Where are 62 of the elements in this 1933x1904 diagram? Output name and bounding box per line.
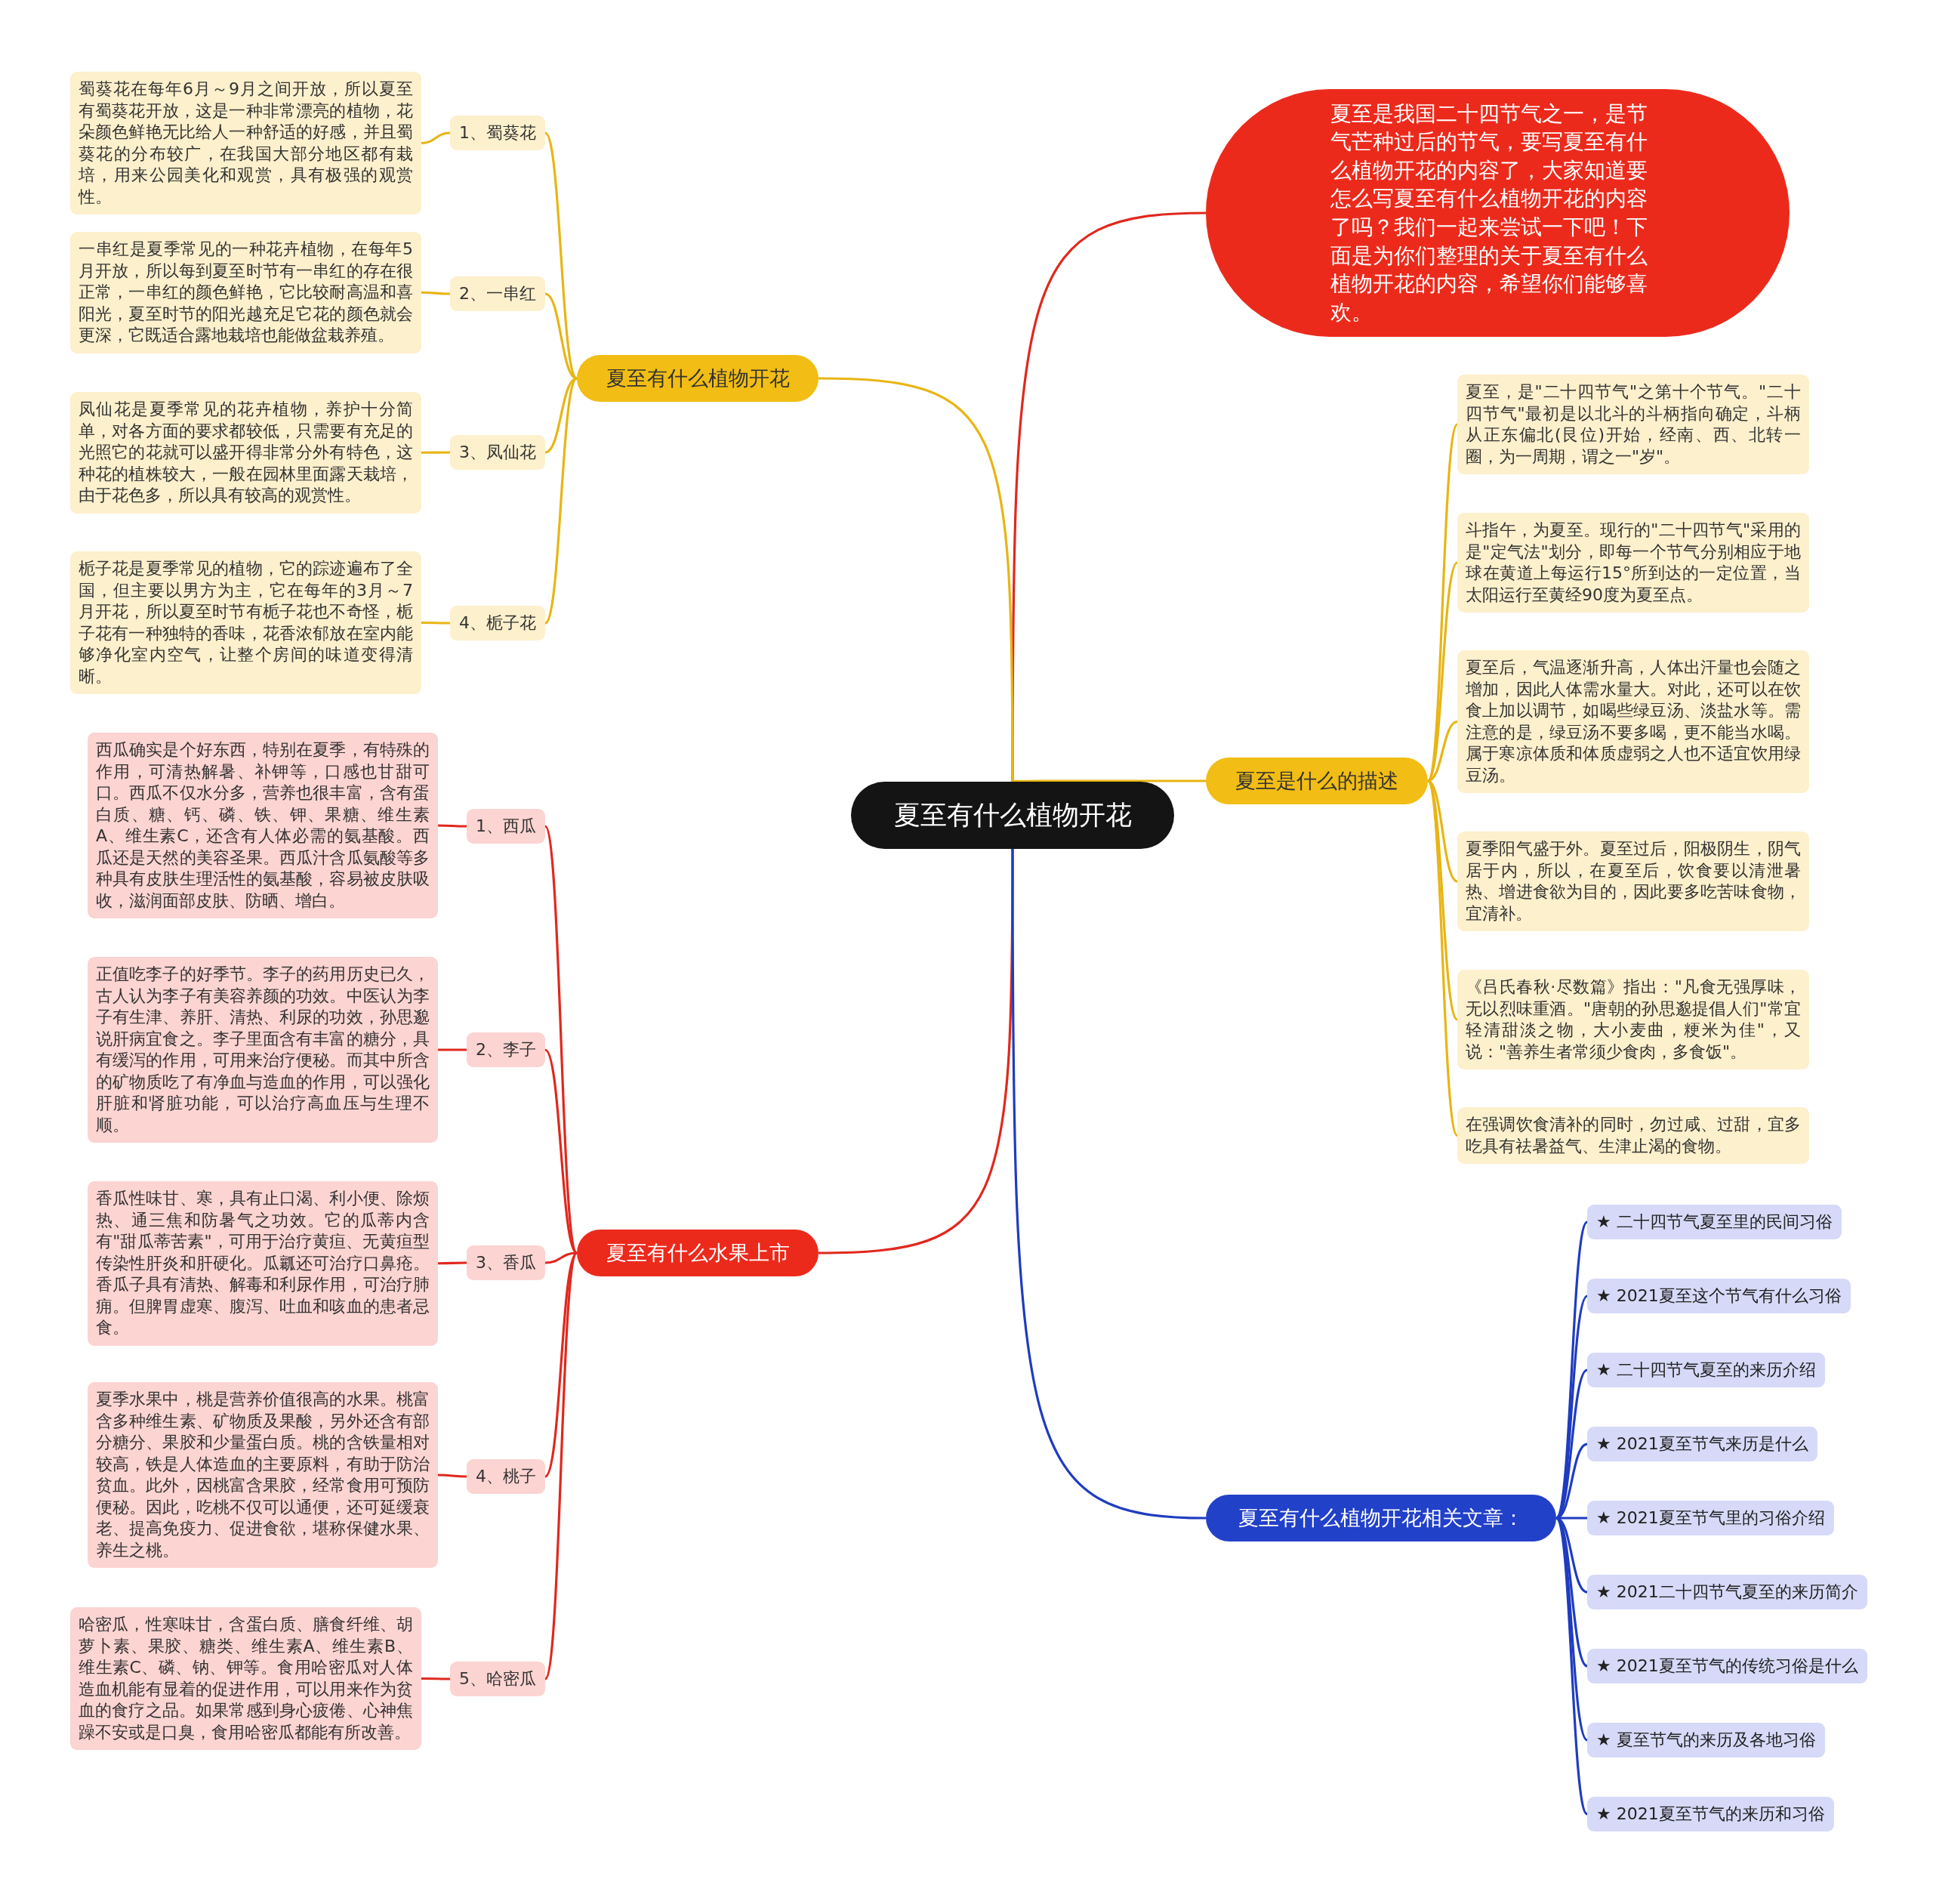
connector-line [544,825,578,1254]
text-card: 夏季水果中，桃是营养价值很高的水果。桃富含多种维生素、矿物质及果酸，另外还含有部分糖分、果胶和少量蛋白质。桃的含铁量相对较高，铁是人体造血的主要原料，有助于防治贫血。此外，因桃富含果胶，经常食用可预防便秘。因此，吃桃不仅可以通便，还可延缓衰老、提高免疫力、促进食欲，堪称保健水果、养生之桃。 [88,1382,438,1568]
connector-line [438,1048,467,1051]
connector-line [421,1677,450,1680]
item-label: 1、蜀葵花 [450,116,545,150]
text-card: 斗指午，为夏至。现行的"二十四节气"采用的是"定气法"划分，即每一个节气分别相应于地球在黄道上每运行15°所到达的一定位置，当太阳运行至黄经90度为夏至点。 [1457,513,1809,613]
item-label: 3、香瓜 [467,1245,545,1280]
text-card: 凤仙花是夏季常见的花卉植物，养护十分简单，对各方面的要求都较低，只需要有充足的光照它的花就可以盛开得非常分外有特色，这种花的植株较大，一般在园林里面露天栽培，由于花色多，所以具有较高的观赏性。 [70,392,421,514]
connector-line [438,824,467,828]
item-label: 3、凤仙花 [450,435,545,470]
connector-line [1555,1295,1589,1519]
article-tag: ★ 2021夏至节气的传统习俗是什么 [1587,1649,1867,1683]
connector-line [1555,1517,1589,1815]
article-tag: ★ 二十四节气夏至的来历介绍 [1587,1353,1825,1387]
text-card: 一串红是夏季常见的一种花卉植物，在每年5月开放，所以每到夏至时节有一串红的存在很正常，一串红的颜色鲜艳，它比较耐高温和喜阳光，夏至时节的阳光越充足它花的颜色就会更深，它既适合露地栽培也能做盆栽养殖。 [70,232,421,353]
connector-line [544,1048,578,1254]
text-card: 夏季阳气盛于外。夏至过后，阳极阴生，阴气居于内，所以，在夏至后，饮食要以清泄暑热、增进食欲为目的，因此要多吃苦味食物，宜清补。 [1457,832,1809,931]
branch-pill: 夏至有什么植物开花相关文章： [1206,1495,1556,1541]
item-label: 4、桃子 [467,1459,545,1494]
connector-line [544,132,578,379]
branch-pill: 夏至有什么水果上市 [577,1230,819,1276]
intro-bubble: 夏至是我国二十四节气之一，是节气芒种过后的节气，要写夏至有什么植物开花的内容了，大家知道要怎么写夏至有什么植物开花的内容了吗？我们一起来尝试一下吧！下面是为你们整理的关于夏至有什么植物开花的内容，希望你们能够喜欢。 [1206,89,1790,337]
article-tag: ★ 2021夏至节气来历是什么 [1587,1427,1817,1461]
connector-line [1426,562,1459,782]
connector-line [544,378,578,624]
article-tag: ★ 2021夏至这个节气有什么习俗 [1587,1279,1851,1313]
text-card: 夏至，是"二十四节气"之第十个节气。"二十四节气"最初是以北斗的斗柄指向确定，斗柄从正东偏北(艮位)开始，经南、西、北转一圈，为一周期，谓之一"岁"。 [1457,375,1809,474]
text-card: 夏至后，气温逐渐升高，人体出汗量也会随之增加，因此人体需水量大。对此，还可以在饮食上加以调节，如喝些绿豆汤、淡盐水等。需注意的是，绿豆汤不要多喝，更不能当水喝。属于寒凉体质和体质虚弱之人也不适宜饮用绿豆汤。 [1457,650,1809,793]
connector-line [544,1251,578,1478]
item-label: 4、栀子花 [450,606,545,640]
connector-line [1012,779,1206,783]
text-card: 栀子花是夏季常见的植物，它的踪迹遍布了全国，但主要以男方为主，它在每年的3月～7月开花，所以夏至时节有栀子花也不奇怪，栀子花有一种独特的香味，花香浓郁放在室内能够净化室内空气，让整个房间的味道变得清晰。 [70,551,421,694]
text-card: 哈密瓜，性寒味甘，含蛋白质、膳食纤维、胡萝卜素、果胶、糖类、维生素A、维生素B、维生素C、磷、钠、钾等。食用哈密瓜对人体造血机能有显着的促进作用，可以用来作为贫血的食疗之品。如果常感到身心疲倦、心神焦躁不安或是口臭，食用哈密瓜都能有所改善。 [70,1607,421,1750]
text-card: 《吕氏春秋·尽数篇》指出："凡食无强厚味，无以烈味重酒。"唐朝的孙思邈提倡人们"常宜轻清甜淡之物，大小麦曲，粳米为佳"，又说："善养生者常须少食肉，多食饭"。 [1457,970,1809,1069]
article-tag: ★ 二十四节气夏至里的民间习俗 [1587,1205,1842,1239]
article-tag: ★ 夏至节气的来历及各地习俗 [1587,1723,1825,1757]
article-tag: ★ 2021夏至节气的来历和习俗 [1587,1797,1834,1831]
connector-line [1426,780,1459,1137]
connector-line [421,621,450,625]
central-topic-pill: 夏至有什么植物开花 [851,782,1174,849]
item-label: 2、李子 [467,1032,545,1067]
article-tag: ★ 2021二十四节气夏至的来历简介 [1587,1575,1867,1609]
item-label: 1、西瓜 [467,809,545,844]
branch-pill: 夏至有什么植物开花 [577,355,819,402]
text-card: 在强调饮食清补的同时，勿过咸、过甜，宜多吃具有祛暑益气、生津止渴的食物。 [1457,1107,1809,1164]
text-card: 正值吃李子的好季节。李子的药用历史已久，古人认为李子有美容养颜的功效。中医认为李子有生津、养肝、清热、利尿的功效，孙思邈说肝病宜食之。李子里面含有丰富的糖分，具有缓泻的作用，可用来治疗便秘。而其中所含的矿物质吃了有净血与造血的作用，可以强化肝脏和肾脏功能，可以治疗高血压与生理不顺。 [88,957,438,1143]
item-label: 5、哈密瓜 [450,1662,545,1696]
text-card: 蜀葵花在每年6月～9月之间开放，所以夏至有蜀葵花开放，这是一种非常漂亮的植物，花朵颜色鲜艳无比给人一种舒适的好感，并且蜀葵花的分布较广，在我国大部分地区都有栽培，用来公园美化和观赏，具有极强的观赏性。 [70,72,421,214]
text-card: 西瓜确实是个好东西，特别在夏季，有特殊的作用，可清热解暑、补钾等，口感也甘甜可口。西瓜不仅水分多，营养也很丰富，含有蛋白质、糖、钙、磷、铁、钾、果糖、维生素A、维生素C，还含有人体必需的氨基酸。西瓜还是天然的美容圣果。西瓜汁含瓜氨酸等多种具有皮肤生理活性的氨基酸，容易被皮肤吸收，滋润面部皮肤、防晒、增白。 [88,733,438,918]
connector-line [438,1474,467,1478]
connector-line [421,131,451,145]
item-label: 2、一串红 [450,276,545,311]
branch-pill: 夏至是什么的描述 [1206,758,1428,804]
article-tag: ★ 2021夏至节气里的习俗介绍 [1587,1501,1834,1535]
connector-line [818,377,1014,782]
connector-line [544,292,578,380]
connector-line [421,451,450,454]
connector-line [438,1261,467,1265]
connector-line [1011,849,1207,1520]
text-card: 香瓜性味甘、寒，具有止口渴、利小便、除烦热、通三焦和防暑气之功效。它的瓜蒂内含有"甜瓜蒂苦素"，可用于治疗黄疸、无黄疸型传染性肝炎和肝硬化。瓜瓤还可治疗口鼻疮。香瓜子具有清热、解毒和利尿作用，可治疗肺痈。但脾胃虚寒、腹泻、吐血和咳血的患者忌食。 [88,1181,438,1346]
connector-line [421,291,450,295]
connector-line [544,1252,578,1680]
